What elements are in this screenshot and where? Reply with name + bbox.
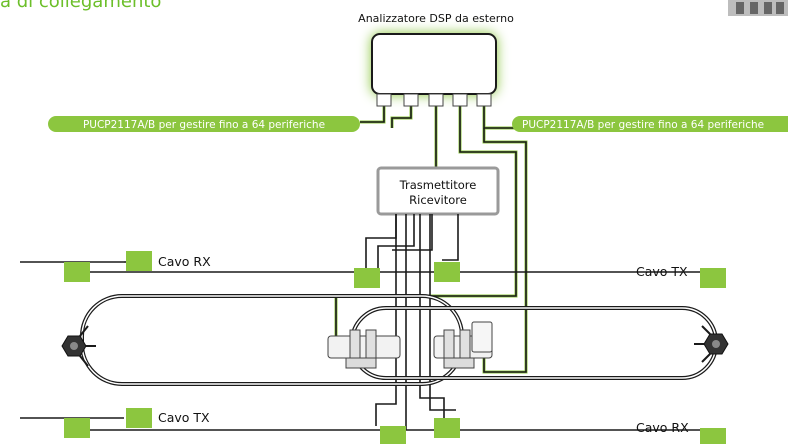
lower-connectors: [64, 408, 726, 444]
sensor-assembly-left: [327, 329, 401, 369]
hub-left-icon: [61, 325, 96, 367]
transceiver-line1: Trasmettitore: [399, 178, 477, 192]
black-wires: [365, 214, 459, 430]
connector-square: [700, 268, 726, 288]
diagram-title: a di collegamento: [0, 0, 162, 12]
connector-square: [434, 418, 460, 438]
connector-square: [64, 418, 90, 438]
pill-right-text: PUCP2117A/B per gestire fino a 64 perife…: [522, 119, 764, 131]
connector-square: [380, 426, 406, 444]
lower-cable: [20, 417, 724, 431]
analyzer-port: [376, 93, 492, 107]
analyzer-box: [371, 33, 497, 107]
sensor-assembly-right: [433, 321, 493, 369]
green-wires: [334, 104, 528, 374]
analyzer-label: Analizzatore DSP da esterno: [358, 12, 514, 25]
cable-label-lower-left: Cavo TX: [158, 410, 210, 425]
connector-square: [434, 262, 460, 282]
pill-left-text: PUCP2117A/B per gestire fino a 64 perife…: [83, 119, 325, 131]
transceiver-line2: Ricevitore: [409, 193, 467, 207]
transceiver-box: Trasmettitore Ricevitore: [376, 166, 500, 216]
connector-square: [354, 268, 380, 288]
cable-label-upper-right: Cavo TX: [636, 264, 688, 279]
connector-square: [700, 428, 726, 444]
pill-right: PUCP2117A/B per gestire fino a 64 perife…: [512, 116, 788, 132]
upper-connectors: [64, 251, 726, 288]
connector-square: [64, 262, 90, 282]
hub-right-icon: [694, 325, 729, 363]
cable-label-upper-left: Cavo RX: [158, 254, 211, 269]
green-wire-cores: [335, 104, 527, 373]
connector-square: [126, 408, 152, 428]
connector-photo: [728, 0, 788, 16]
pill-left: PUCP2117A/B per gestire fino a 64 perife…: [48, 116, 360, 132]
cable-label-lower-right: Cavo RX: [636, 420, 689, 435]
connector-square: [126, 251, 152, 271]
